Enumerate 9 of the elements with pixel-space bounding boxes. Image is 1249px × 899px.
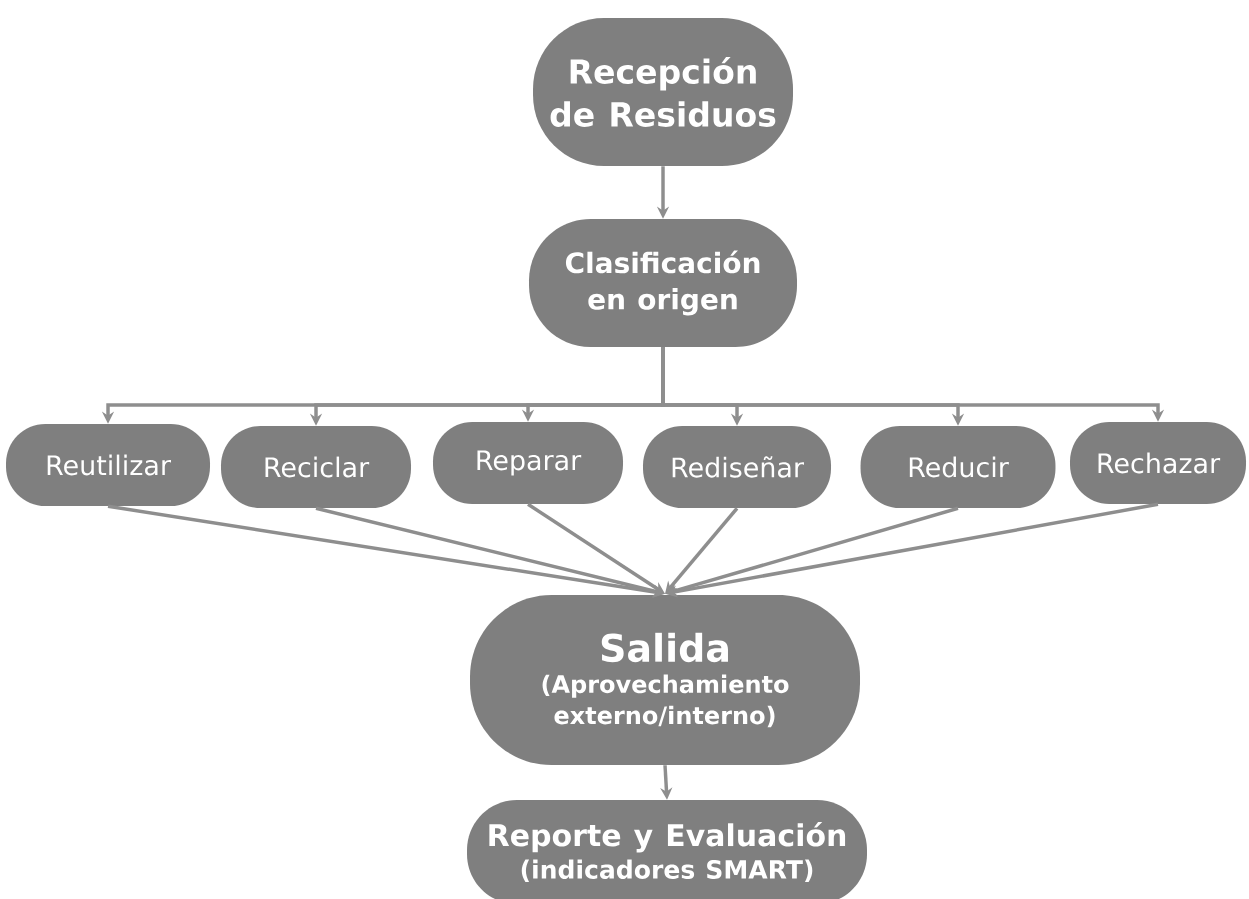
arrow [527,502,665,594]
process-box: Rediseñar [643,426,831,508]
process-box: Recepción de Residuos [533,18,793,166]
process-box: Rechazar [1070,422,1246,504]
process-box: Reciclar [221,426,411,508]
process-box: Reporte y Evaluación (indicadores SMART) [467,800,867,899]
process-box: Reutilizar [6,424,210,506]
process-box: Reparar [433,422,623,504]
process-box: Reducir [860,426,1056,508]
